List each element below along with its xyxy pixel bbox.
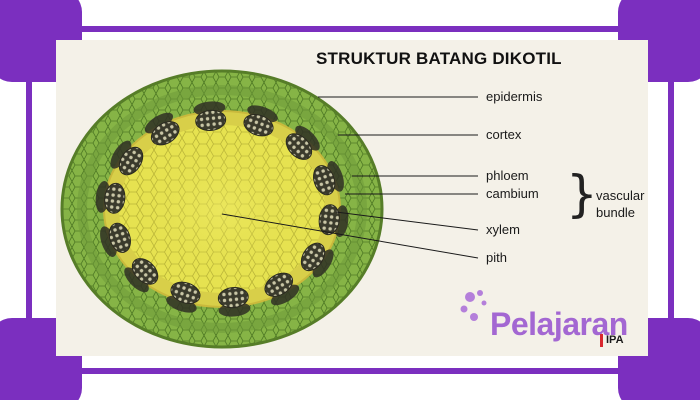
vascular-bundle xyxy=(166,281,201,313)
vascular-bundle xyxy=(313,161,344,196)
label-epidermis: epidermis xyxy=(486,89,543,104)
watermark-tag: IPA xyxy=(606,334,624,346)
vascular-bundle xyxy=(144,112,180,146)
vascular-bundle xyxy=(217,286,251,317)
xylem-cluster xyxy=(131,258,159,285)
xylem-cluster xyxy=(104,182,126,214)
label-cambium: cambium xyxy=(486,186,539,201)
phloem-cap xyxy=(166,295,197,313)
xylem-cluster xyxy=(318,204,340,236)
vascular-bundle xyxy=(124,258,159,293)
xylem-cluster xyxy=(118,146,144,176)
xylem-cluster xyxy=(170,281,201,304)
xylem-cluster xyxy=(150,121,180,146)
frame-bar-bottom xyxy=(30,368,670,374)
frame-bar-left xyxy=(26,30,32,370)
diagram-title: STRUKTUR BATANG DIKOTIL xyxy=(316,49,562,68)
label-phloem: phloem xyxy=(486,168,529,183)
vascular-bundles xyxy=(95,101,349,317)
watermark-brand: Pelajaran xyxy=(490,306,628,342)
vascular-bundle xyxy=(95,180,126,214)
vascular-bundle xyxy=(285,125,320,160)
vascular-bundle xyxy=(318,204,349,238)
leader-pith xyxy=(221,213,479,259)
vascular-bundle xyxy=(300,242,334,278)
leader-lines xyxy=(221,96,479,259)
xylem-cluster xyxy=(243,114,274,137)
vascular-bundle xyxy=(193,101,227,132)
xylem-cluster xyxy=(285,133,313,160)
xylem-cluster xyxy=(217,286,249,309)
molecule-dots-icon xyxy=(460,290,487,321)
xylem-cluster xyxy=(195,109,227,132)
vascular-bundle xyxy=(100,222,131,257)
xylem-cluster xyxy=(264,272,294,297)
phloem-cap xyxy=(270,284,300,306)
phloem-cap xyxy=(144,112,174,134)
vascular-bundle xyxy=(110,140,144,176)
phloem-cap xyxy=(110,140,132,169)
label-cortex: cortex xyxy=(486,127,522,142)
xylem-cluster xyxy=(300,242,326,272)
vascular-bundle xyxy=(264,272,300,306)
label-pith: pith xyxy=(486,250,507,265)
stem-section xyxy=(60,69,384,349)
label-vascular-bundle-line2: bundle xyxy=(596,205,636,220)
leader-xylem xyxy=(335,211,479,231)
frame-bar-right xyxy=(668,30,674,370)
phloem-cap xyxy=(295,125,320,151)
phloem-cap xyxy=(124,267,149,293)
phloem-cap xyxy=(247,105,278,123)
xylem-cluster xyxy=(108,222,131,253)
label-vascular-bundle-line1: vascular xyxy=(596,188,645,203)
frame-bar-top xyxy=(30,26,670,32)
label-xylem: xylem xyxy=(486,222,520,237)
vascular-bundle-brace: } xyxy=(566,165,598,223)
xylem-cluster xyxy=(313,165,336,196)
phloem-cap xyxy=(312,249,334,278)
cortex-layer xyxy=(77,85,367,333)
watermark-tag-bar xyxy=(600,334,603,347)
vascular-bundle xyxy=(243,105,278,137)
